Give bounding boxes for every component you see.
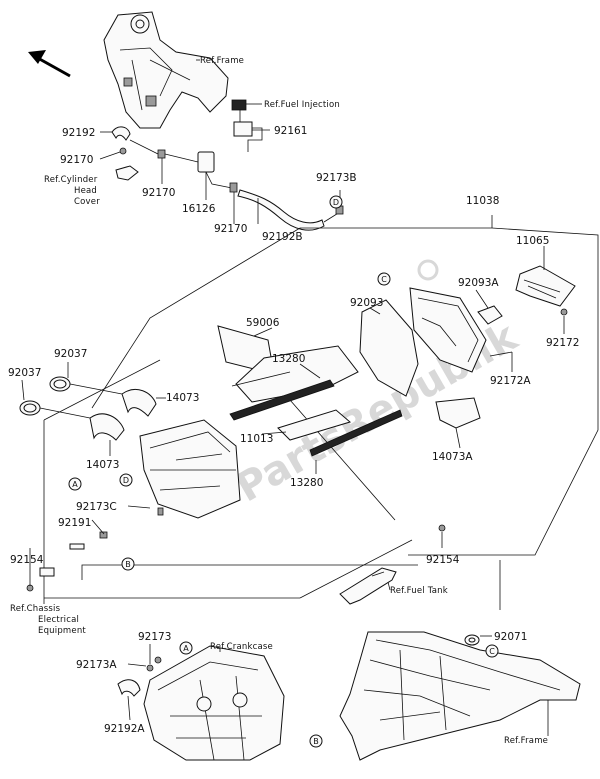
leader-lines bbox=[21, 59, 565, 736]
callout-c-frame: C bbox=[489, 647, 495, 656]
vacuum-hose-drawing bbox=[111, 126, 344, 231]
callout-a-crankcase: A bbox=[183, 644, 189, 653]
crankcase-drawing bbox=[117, 645, 285, 761]
part-92037-label-b: 92037 bbox=[8, 367, 41, 379]
part-13280-label-b: 13280 bbox=[290, 477, 323, 489]
air-filter-element-drawing bbox=[217, 325, 481, 457]
ref-cylinder-head-label-3: Cover bbox=[74, 197, 100, 207]
fuel-tank-bracket-drawing bbox=[339, 567, 397, 605]
part-92173C-label: 92173C bbox=[76, 501, 117, 513]
ref-frame-bottom-label: Ref.Frame bbox=[504, 736, 548, 746]
throttle-body-clamps-drawing bbox=[19, 376, 157, 441]
part-13280-label-a: 13280 bbox=[272, 353, 305, 365]
part-92192B-label: 92192B bbox=[262, 231, 303, 243]
part-92093-label: 92093 bbox=[350, 297, 383, 309]
airbox-boundary-lines bbox=[43, 215, 599, 599]
frame-bottom-drawing bbox=[339, 631, 581, 761]
part-92093A-label: 92093A bbox=[458, 277, 499, 289]
callout-b-frame: B bbox=[313, 737, 319, 746]
part-92071-label: 92071 bbox=[494, 631, 527, 643]
watermark-gear-icon bbox=[417, 259, 439, 281]
reference-labels: Ref.Frame Ref.Fuel Injection Ref.Cylinde… bbox=[10, 56, 548, 746]
ref-cylinder-head-label-1: Ref.Cylinder bbox=[44, 175, 98, 185]
callout-d-top: D bbox=[333, 198, 339, 207]
callout-a-left: A bbox=[72, 480, 78, 489]
part-14073-label-a: 14073 bbox=[166, 392, 199, 404]
ref-chassis-label-3: Equipment bbox=[38, 626, 86, 636]
part-92172A-label: 92172A bbox=[490, 375, 531, 387]
part-92173A-label: 92173A bbox=[76, 659, 117, 671]
ref-chassis-label-2: Electrical bbox=[38, 615, 79, 625]
part-59006-label: 59006 bbox=[246, 317, 280, 329]
part-92170-label-a: 92170 bbox=[60, 154, 93, 166]
ref-crankcase-label: Ref.Crankcase bbox=[210, 642, 273, 652]
part-11065-label: 11065 bbox=[516, 235, 549, 247]
callout-c-top: C bbox=[381, 275, 387, 284]
part-92173-label: 92173 bbox=[138, 631, 171, 643]
part-92172-label: 92172 bbox=[546, 337, 579, 349]
ref-fuel-injection-label: Ref.Fuel Injection bbox=[264, 100, 340, 110]
part-92192A-label: 92192A bbox=[104, 723, 145, 735]
fuel-injection-connector-drawing bbox=[231, 99, 263, 152]
part-14073A-label: 14073A bbox=[432, 451, 473, 463]
airbox-cap-drawing bbox=[515, 265, 576, 316]
part-92170-label-b: 92170 bbox=[142, 187, 175, 199]
ref-fuel-tank-label: Ref.Fuel Tank bbox=[390, 586, 448, 596]
ref-chassis-label-1: Ref.Chassis bbox=[10, 604, 61, 614]
part-number-labels: 92192 92161 92170 92170 16126 92170 9217… bbox=[8, 125, 579, 735]
part-92191-label: 92191 bbox=[58, 517, 91, 529]
part-11013-label: 11013 bbox=[240, 433, 273, 445]
front-direction-arrow-icon bbox=[28, 50, 71, 78]
ref-frame-top-label: Ref.Frame bbox=[200, 56, 244, 66]
part-92154-label-a: 92154 bbox=[10, 554, 44, 566]
air-cleaner-cover-drawing bbox=[359, 287, 513, 397]
callout-d-left: D bbox=[123, 476, 129, 485]
part-92192-label: 92192 bbox=[62, 127, 95, 139]
part-92037-label-a: 92037 bbox=[54, 348, 87, 360]
ref-cylinder-head-label-2: Head bbox=[74, 186, 97, 196]
part-92170-label-c: 92170 bbox=[214, 223, 247, 235]
part-16126-label: 16126 bbox=[182, 203, 216, 215]
part-11038-label: 11038 bbox=[466, 195, 499, 207]
callout-b-left: B bbox=[125, 560, 131, 569]
drain-plug-drawing bbox=[26, 524, 446, 592]
part-92154-label-b: 92154 bbox=[426, 554, 460, 566]
frame-top-drawing bbox=[103, 11, 229, 129]
callout-markers: D C A D B A C B bbox=[68, 195, 499, 748]
part-92173B-label: 92173B bbox=[316, 172, 357, 184]
part-92161-label: 92161 bbox=[274, 125, 307, 137]
airbox-housing-drawing bbox=[139, 419, 241, 519]
part-14073-label-b: 14073 bbox=[86, 459, 119, 471]
